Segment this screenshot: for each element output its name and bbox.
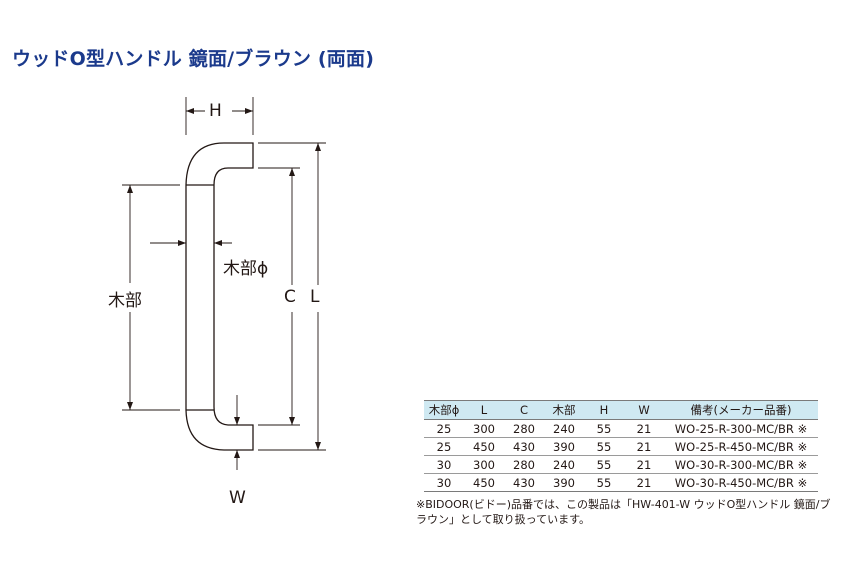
cell-remarks: WO-25-R-450-MC/BR ※: [664, 437, 818, 456]
wood-arrow-top: [127, 185, 133, 193]
cell-l: 450: [464, 473, 504, 492]
cell-wood: 240: [544, 455, 584, 474]
label-h: H: [209, 101, 222, 121]
cell-h: 55: [584, 455, 624, 474]
table-row: 25 300 280 240 55 21 WO-25-R-300-MC/BR ※: [424, 419, 818, 438]
cell-wood: 390: [544, 473, 584, 492]
cell-w: 21: [624, 419, 664, 438]
l-arrow-top: [315, 143, 321, 151]
c-arrow-top: [289, 168, 295, 176]
table-row: 30 300 280 240 55 21 WO-30-R-300-MC/BR ※: [424, 455, 818, 474]
label-c: C: [284, 287, 296, 307]
cell-remarks: WO-30-R-450-MC/BR ※: [664, 473, 818, 492]
footnote: ※BIDOOR(ビドー)品番では、この製品は「HW-401-W ウッドO型ハンド…: [416, 498, 831, 526]
cell-wood-diameter: 30: [424, 455, 464, 474]
cell-l: 450: [464, 437, 504, 456]
label-w: W: [229, 488, 246, 508]
cell-remarks: WO-30-R-300-MC/BR ※: [664, 455, 818, 474]
l-arrow-bottom: [315, 442, 321, 450]
cell-c: 430: [504, 473, 544, 492]
table-header-row: 木部ϕ L C 木部 H W 備考(メーカー品番): [424, 400, 818, 420]
label-l: L: [310, 287, 320, 307]
c-arrow-bottom: [289, 417, 295, 425]
label-wood: 木部: [108, 291, 142, 311]
cell-wood: 390: [544, 437, 584, 456]
cell-wood-diameter: 25: [424, 437, 464, 456]
col-wood: 木部: [544, 400, 584, 420]
table-row: 25 450 430 390 55 21 WO-25-R-450-MC/BR ※: [424, 437, 818, 456]
col-c: C: [504, 400, 544, 420]
col-w: W: [624, 400, 664, 420]
cell-w: 21: [624, 455, 664, 474]
diam-arrow-right: [214, 240, 222, 246]
w-arrow-top: [234, 417, 240, 425]
col-h: H: [584, 400, 624, 420]
wood-arrow-bottom: [127, 402, 133, 410]
col-l: L: [464, 400, 504, 420]
cell-w: 21: [624, 473, 664, 492]
cell-h: 55: [584, 419, 624, 438]
cell-c: 280: [504, 419, 544, 438]
cell-c: 430: [504, 437, 544, 456]
h-arrow-left: [186, 108, 194, 114]
h-arrow-right: [245, 108, 253, 114]
col-wood-diameter: 木部ϕ: [424, 400, 464, 420]
cell-h: 55: [584, 437, 624, 456]
cell-h: 55: [584, 473, 624, 492]
col-remarks: 備考(メーカー品番): [664, 400, 818, 420]
cell-l: 300: [464, 455, 504, 474]
cell-w: 21: [624, 437, 664, 456]
table-row: 30 450 430 390 55 21 WO-30-R-450-MC/BR ※: [424, 473, 818, 492]
label-wood-diameter: 木部ϕ: [223, 259, 269, 279]
w-arrow-bottom: [234, 450, 240, 458]
cell-wood-diameter: 25: [424, 419, 464, 438]
cell-remarks: WO-25-R-300-MC/BR ※: [664, 419, 818, 438]
cell-wood-diameter: 30: [424, 473, 464, 492]
cell-wood: 240: [544, 419, 584, 438]
diam-arrow-left: [178, 240, 186, 246]
cell-l: 300: [464, 419, 504, 438]
handle-outline: [185, 142, 254, 451]
cell-c: 280: [504, 455, 544, 474]
page-title: ウッドO型ハンドル 鏡面/ブラウン (両面): [12, 48, 375, 70]
spec-table: 木部ϕ L C 木部 H W 備考(メーカー品番) 25 300 280 240…: [424, 400, 818, 492]
